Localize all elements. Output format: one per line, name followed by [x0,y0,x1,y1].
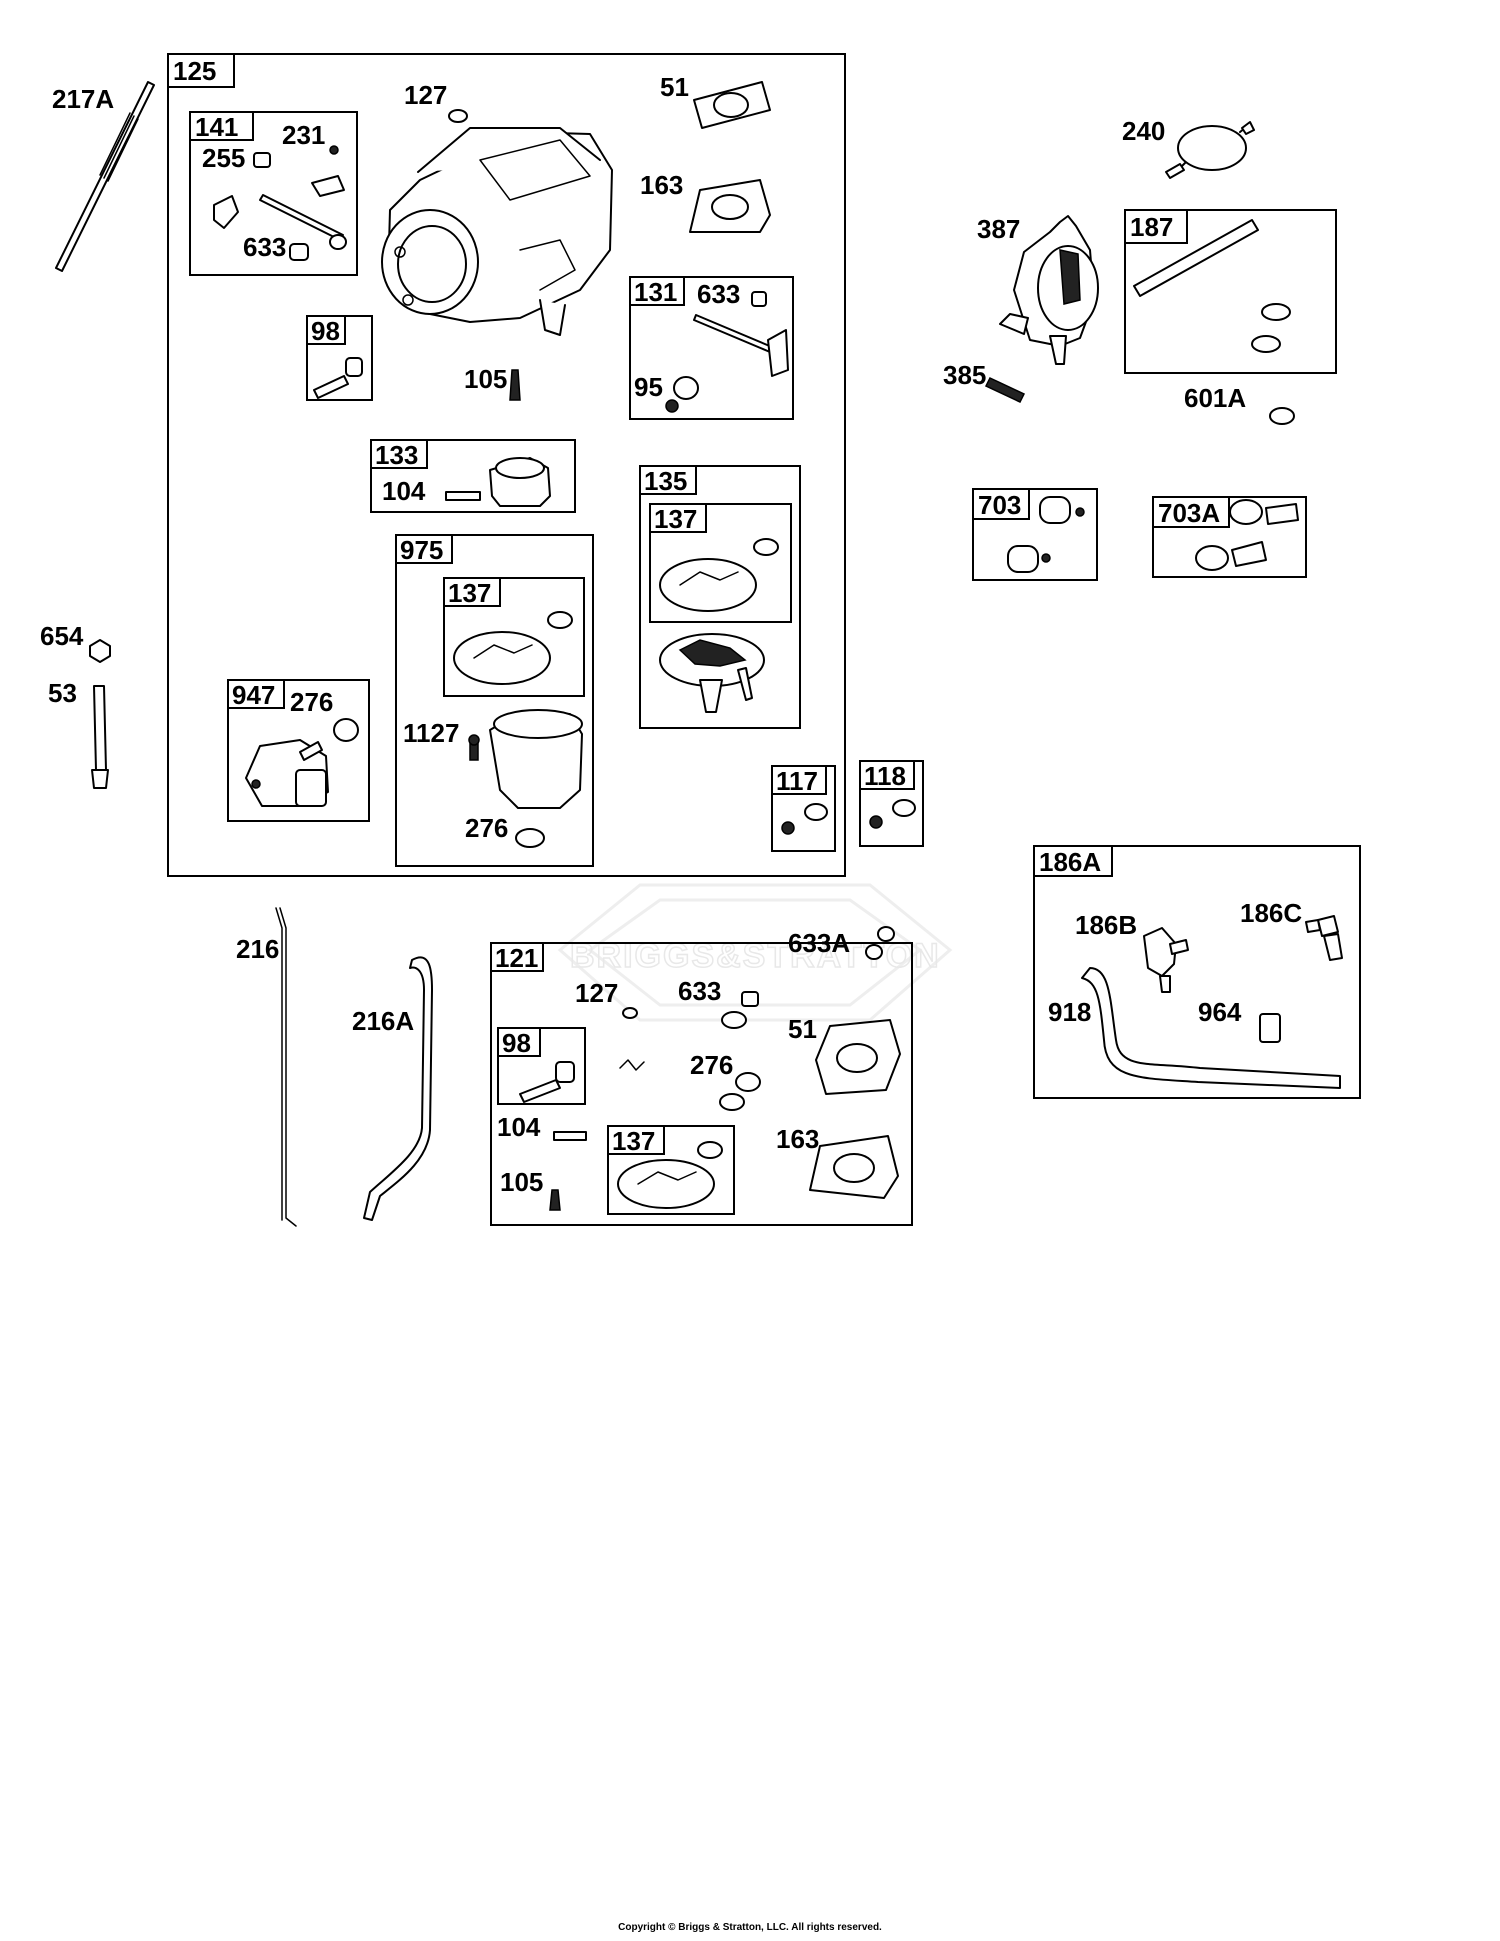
label-231: 231 [282,120,325,150]
box-label-121: 121 [495,943,538,973]
kit-box-703A: 703A [1152,496,1307,578]
part-654: 654 [40,621,111,663]
box-label-137: 137 [612,1126,655,1156]
label-186C: 186C [1240,898,1302,928]
kit-box-187: 187 601A [1124,209,1337,425]
kit-box-947: 947 276 [227,679,370,822]
box-label-117: 117 [776,766,818,796]
kit-box-141: 141 231 255 633 [189,111,358,276]
label-240: 240 [1122,116,1165,146]
part-216: 216 [236,907,297,1227]
kit-box-117: 117 [771,765,836,852]
label-276: 276 [690,1050,733,1080]
label-964: 964 [1198,997,1242,1027]
label-105: 105 [464,364,507,394]
label-276: 276 [465,813,508,843]
label-127: 127 [575,978,618,1008]
carburetor-body: 127 [381,80,613,336]
box-label-125: 125 [173,56,216,86]
box-label-98: 98 [311,316,340,346]
box-label-947: 947 [232,680,275,710]
kit-box-133: 133 104 [370,439,576,513]
label-163: 163 [640,170,683,200]
label-387: 387 [977,214,1020,244]
part-53: 53 [48,678,109,789]
label-654: 654 [40,621,84,651]
label-918: 918 [1048,997,1091,1027]
label-163: 163 [776,1124,819,1154]
label-104: 104 [382,476,426,506]
part-216A: 216A [352,956,433,1221]
label-217A: 217A [52,84,114,114]
box-label-975: 975 [400,535,443,565]
label-633: 633 [678,976,721,1006]
box-label-135: 135 [644,466,687,496]
box-label-141: 141 [195,112,238,142]
label-276: 276 [290,687,333,717]
label-633: 633 [243,232,286,262]
label-385: 385 [943,360,986,390]
label-105: 105 [500,1167,543,1197]
kit-box-186A: 186A 186B 186C 918 964 [1033,845,1361,1099]
kit-box-703: 703 [972,488,1098,581]
part-387: 387 385 [943,214,1099,403]
box-label-137: 137 [654,504,697,534]
part-240: 240 [1122,116,1255,179]
kit-box-98: 98 [306,315,373,401]
label-216: 216 [236,934,279,964]
label-95: 95 [634,372,663,402]
kit-box-121: 121 127 633 51 276 98 104 105 137 163 [490,942,913,1226]
label-127: 127 [404,80,447,110]
box-label-703A: 703A [1158,498,1220,528]
label-601A: 601A [1184,383,1246,413]
label-255: 255 [202,143,245,173]
kit-box-125: 125 [167,53,846,877]
box-label-187: 187 [1130,212,1173,242]
part-217A: 217A [52,81,155,272]
part-51: 51 [660,72,771,129]
box-label-703: 703 [978,490,1021,520]
label-51: 51 [660,72,689,102]
label-1127: 1127 [403,718,459,748]
kit-box-118: 118 [859,760,924,847]
kit-box-975: 975 137 1127 276 [395,534,594,867]
label-633: 633 [697,279,740,309]
part-163: 163 [640,170,771,233]
box-label-118: 118 [864,761,906,791]
box-label-133: 133 [375,440,418,470]
label-216A: 216A [352,1006,414,1036]
label-53: 53 [48,678,77,708]
label-51: 51 [788,1014,817,1044]
label-186B: 186B [1075,910,1137,940]
box-label-131: 131 [634,277,677,307]
label-104: 104 [497,1112,541,1142]
box-label-137: 137 [448,578,491,608]
kit-box-131: 131 633 95 [629,276,794,420]
kit-box-135: 135 137 [639,465,801,729]
box-label-186A: 186A [1039,847,1101,877]
copyright-notice: Copyright © Briggs & Stratton, LLC. All … [618,1922,882,1933]
box-label-98: 98 [502,1028,531,1058]
part-105: 105 [464,364,521,401]
